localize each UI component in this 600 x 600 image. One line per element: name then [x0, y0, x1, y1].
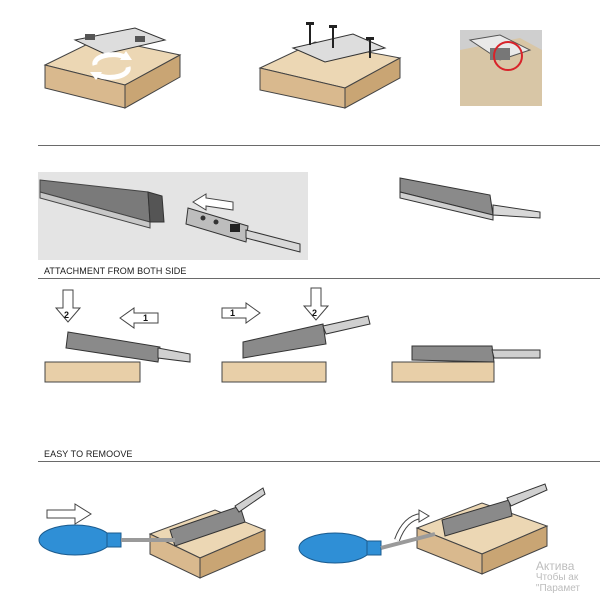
watermark: Актива Чтобы ак "Парамет [535, 559, 580, 594]
assembled-latch [395, 170, 545, 225]
rotate-arrows-icon [90, 51, 132, 80]
watermark-line-2: Чтобы ак [535, 572, 579, 583]
latch-and-plunger [39, 179, 301, 253]
section-divider [38, 145, 600, 146]
arrow-right-icon: 1 [221, 302, 261, 324]
step-number-1: 1 [143, 313, 148, 323]
arrow-down-icon: 2 [54, 289, 82, 323]
attach-step-a: 2 1 [40, 282, 200, 383]
detail-closeup [460, 34, 542, 106]
arrow-left-icon: 1 [119, 307, 159, 329]
section-divider [38, 278, 600, 279]
screwdriver-icon [298, 532, 436, 564]
remove-illustration-lever [298, 483, 549, 575]
watermark-line-3: "Парамет [535, 583, 580, 594]
attach-illustration-b: 1 2 [221, 287, 371, 383]
mounting-step-screws [255, 20, 405, 110]
arrow-down-icon: 2 [302, 287, 330, 321]
screwdriver-icon [38, 524, 175, 556]
remove-step-lever [297, 478, 557, 588]
section-divider [38, 461, 600, 462]
attach-step-b: 1 2 [218, 282, 378, 383]
arrow-left-icon [192, 193, 234, 211]
wood-block-with-plate [43, 27, 182, 109]
remove-step-push [35, 478, 267, 588]
attach-illustration-result [391, 345, 541, 383]
assembly-photo [38, 172, 308, 260]
attach-step-result [390, 282, 550, 383]
step-number-2: 2 [64, 310, 69, 320]
highlight-circle-icon [493, 41, 523, 71]
mounting-detail-photo [460, 30, 542, 106]
caption-attachment: ATTACHMENT FROM BOTH SIDE [44, 266, 187, 276]
watermark-line-1: Актива [535, 559, 575, 573]
screw-icon [306, 22, 374, 58]
step-number-2: 2 [312, 308, 317, 318]
mounting-step-rotate [40, 20, 185, 110]
remove-illustration-push [38, 487, 267, 579]
arrow-right-icon [46, 503, 92, 525]
attach-illustration-a: 2 1 [44, 289, 191, 383]
latch-assembled [399, 177, 541, 221]
wood-block-with-screws [258, 22, 402, 109]
step-number-1: 1 [230, 308, 235, 318]
caption-remove: EASY TO REMOOVE [44, 449, 133, 459]
